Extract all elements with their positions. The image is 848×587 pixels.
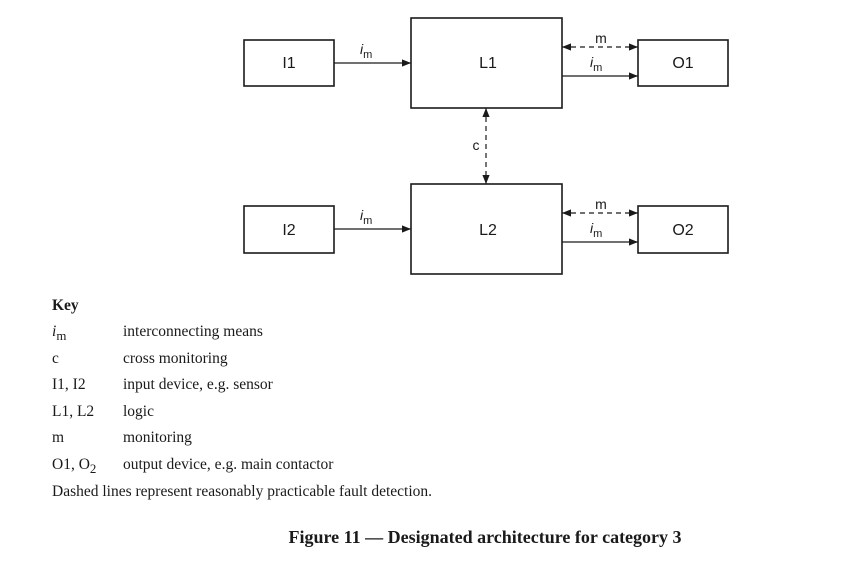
key-definition: cross monitoring [123, 349, 228, 367]
im-label-i2-l2: im [360, 207, 372, 227]
key-row-m: m monitoring [52, 425, 432, 452]
box-i1-label: I1 [282, 55, 295, 72]
box-o2-label: O2 [672, 222, 693, 239]
key-term: L1, L2 [52, 402, 95, 420]
figure-caption-container: Figure 11 — Designated architecture for … [0, 527, 848, 548]
im-label-l1-o1: im [590, 54, 602, 74]
key-term: m [52, 429, 65, 447]
box-i2-label: I2 [282, 222, 295, 239]
architecture-diagram: I1 L1 O1 im m im c I2 L2 O2 im m im [243, 17, 729, 275]
m-label-l1-o1: m [595, 30, 607, 46]
key-row-l: L1, L2 logic [52, 399, 432, 426]
box-l2-label: L2 [479, 222, 497, 239]
key-term: im [52, 323, 67, 344]
key-definition: logic [123, 402, 154, 420]
figure-caption: Figure 11 — Designated architecture for … [288, 527, 682, 547]
box-o1-label: O1 [672, 55, 693, 72]
key-term: I1, I2 [52, 376, 86, 394]
key-definition: monitoring [123, 429, 192, 447]
box-o1 [637, 39, 729, 87]
key-row-i: I1, I2 input device, e.g. sensor [52, 372, 432, 399]
key-definition: interconnecting means [123, 323, 263, 340]
m-label-l2-o2: m [595, 196, 607, 212]
c-label: c [473, 137, 480, 153]
key-row-o: O1, O2 output device, e.g. main contacto… [52, 452, 432, 479]
key-term: c [52, 349, 59, 367]
key-definition: output device, e.g. main contactor [123, 455, 334, 473]
box-o2 [637, 205, 729, 254]
im-label-i1-l1: im [360, 41, 372, 61]
key-definition: input device, e.g. sensor [123, 376, 273, 394]
key-term: O1, O2 [52, 455, 97, 477]
key-section: Key im interconnecting means c cross mon… [52, 292, 432, 505]
key-row-c: c cross monitoring [52, 346, 432, 373]
box-l1-label: L1 [479, 55, 497, 72]
im-label-l2-o2: im [590, 220, 602, 240]
key-row-im: im interconnecting means [52, 319, 432, 346]
key-note: Dashed lines represent reasonably practi… [52, 482, 433, 500]
key-title: Key [52, 297, 79, 314]
